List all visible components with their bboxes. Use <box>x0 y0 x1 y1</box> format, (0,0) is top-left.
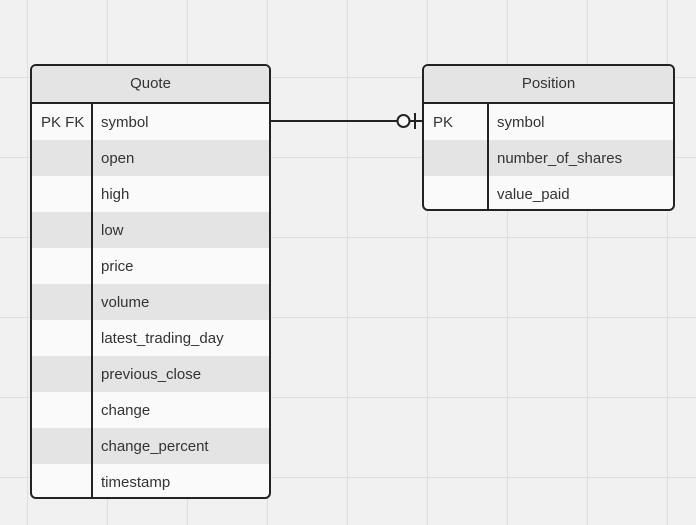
field-name: volume <box>101 293 150 311</box>
entity-title: Position <box>424 66 673 104</box>
field-name: symbol <box>101 113 149 131</box>
column-divider <box>91 104 93 497</box>
entity-row[interactable]: previous_close <box>32 356 269 392</box>
field-name: previous_close <box>101 365 202 383</box>
field-name: value_paid <box>497 185 570 203</box>
entity-row[interactable]: change <box>32 392 269 428</box>
entity-row[interactable]: value_paid <box>424 176 673 209</box>
field-name: open <box>101 149 135 167</box>
entity-title: Quote <box>32 66 269 104</box>
entity-row[interactable]: low <box>32 212 269 248</box>
entity-row[interactable]: open <box>32 140 269 176</box>
field-name: low <box>101 221 124 239</box>
entity-row[interactable]: high <box>32 176 269 212</box>
entity-row[interactable]: timestamp <box>32 464 269 497</box>
field-name: high <box>101 185 130 203</box>
key-cell: PK <box>433 113 454 131</box>
entity-row[interactable]: volume <box>32 284 269 320</box>
entity-row[interactable]: change_percent <box>32 428 269 464</box>
entity-row[interactable]: price <box>32 248 269 284</box>
field-name: symbol <box>497 113 545 131</box>
entity-row[interactable]: latest_trading_day <box>32 320 269 356</box>
column-divider <box>487 104 489 209</box>
field-name: change_percent <box>101 437 209 455</box>
field-name: timestamp <box>101 473 171 491</box>
entity-row[interactable]: PK FK symbol <box>32 104 269 140</box>
entity-row[interactable]: PK symbol <box>424 104 673 140</box>
entity-rows: PK symbol number_of_shares value_paid <box>424 104 673 209</box>
entity-position[interactable]: Position PK symbol number_of_shares valu… <box>422 64 675 211</box>
zero-cardinality-circle <box>396 114 411 128</box>
field-name: latest_trading_day <box>101 329 224 347</box>
entity-row[interactable]: number_of_shares <box>424 140 673 176</box>
field-name: number_of_shares <box>497 149 623 167</box>
field-name: price <box>101 257 134 275</box>
key-cell: PK FK <box>41 113 85 131</box>
field-name: change <box>101 401 151 419</box>
entity-quote[interactable]: Quote PK FK symbol open high low price v… <box>30 64 271 499</box>
entity-rows: PK FK symbol open high low price volume … <box>32 104 269 497</box>
